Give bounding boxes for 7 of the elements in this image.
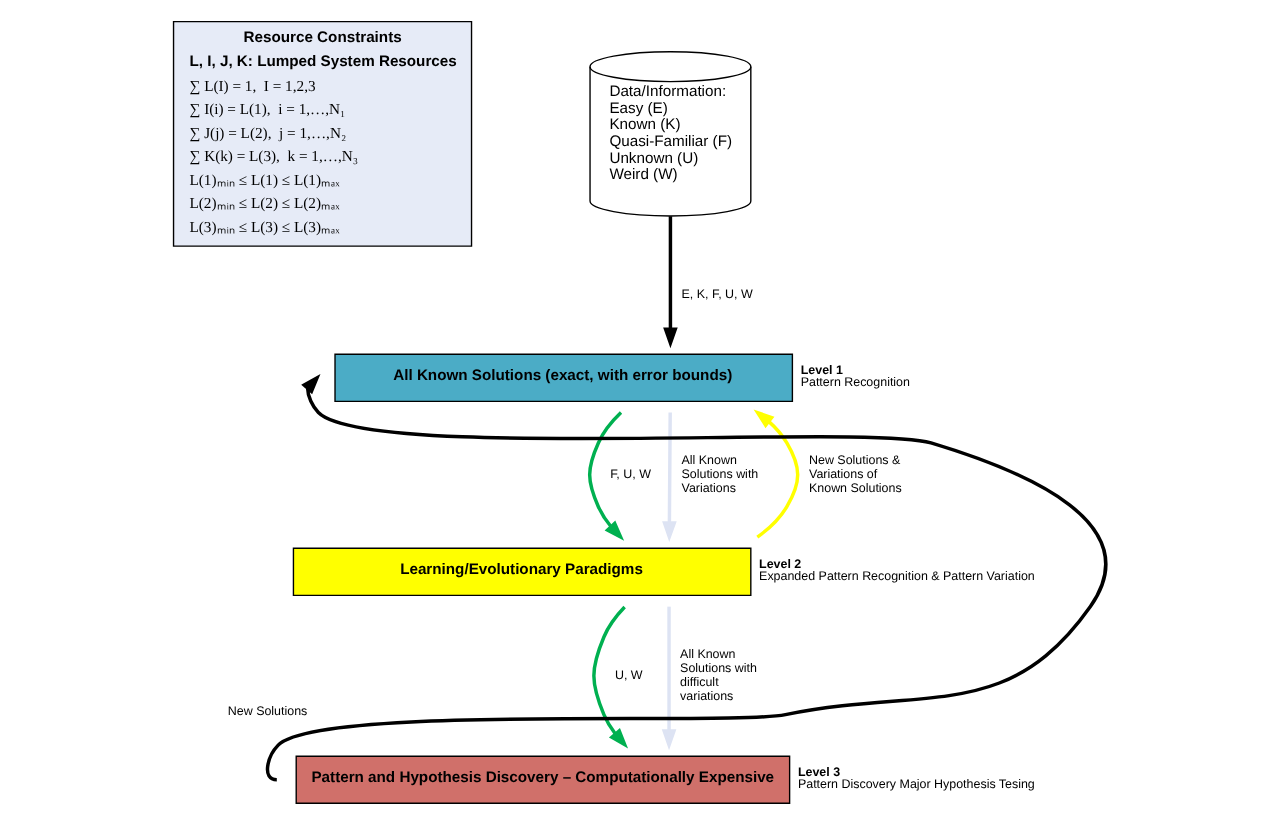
arrow [592,605,629,749]
arrow [663,216,678,349]
arrow [661,606,677,751]
node-box: Resource Constraints L, I, J, K: Lumped System Resources ∑ L(I) = 1, I = 1,2,3 ∑ I(i) = L(1), i = 1,…,N₁ ∑ J(j) = L(2), j = 1,…,N₂ ∑ K(k) = L(3), k = 1,…,N₃ L(1)ₘᵢₙ ≤ L(1) ≤ L(1)ₘₐₓ L(2)ₘᵢₙ ≤ L(2) ≤ L(2)ₘₐₓ L(3)ₘᵢₙ ≤ L(3) ≤ L(3)ₘₐₓ [172,20,473,247]
arrow [662,412,677,543]
arrow [587,411,625,541]
arrow [753,409,800,539]
